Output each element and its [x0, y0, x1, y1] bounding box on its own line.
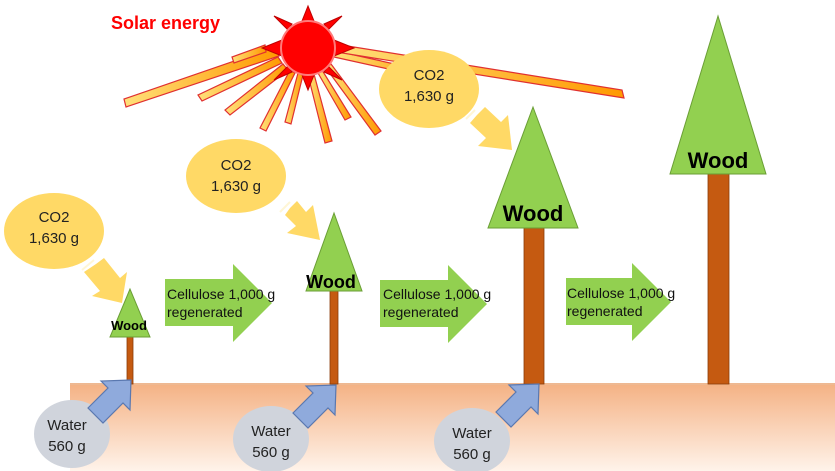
co2-arrow [279, 201, 320, 240]
water-label: Water [452, 425, 491, 442]
tree-crown [487, 105, 579, 229]
water-bubble: Water 560 g [233, 406, 309, 471]
water-amount: 560 g [252, 444, 290, 461]
tree-medium: Wood [305, 211, 363, 385]
sun-ray [334, 43, 625, 99]
tree-trunk [707, 169, 730, 385]
growth-arrow: Cellulose 1,000 g regenerated [566, 263, 675, 341]
co2-arrows [81, 107, 512, 303]
cellulose-label: Cellulose 1,000 g [567, 285, 675, 301]
wood-label: Wood [306, 272, 356, 292]
co2-amount: 1,630 g [404, 88, 454, 105]
tree-small: Wood [109, 287, 151, 385]
co2-label: CO2 [39, 209, 70, 226]
regenerated-label: regenerated [567, 303, 643, 319]
wood-label: Wood [688, 148, 749, 173]
tree-trunk [126, 334, 134, 385]
sun-ray [259, 69, 296, 132]
co2-label: CO2 [221, 157, 252, 174]
cellulose-label: Cellulose 1,000 g [167, 286, 275, 302]
regenerated-label: regenerated [167, 304, 243, 320]
co2-arrow [81, 258, 127, 303]
co2-amount: 1,630 g [211, 178, 261, 195]
water-label: Water [47, 417, 86, 434]
growth-arrow: Cellulose 1,000 g regenerated [380, 265, 491, 343]
co2-label: CO2 [414, 67, 445, 84]
co2-arrow [465, 107, 512, 150]
tree-large: Wood [487, 105, 579, 385]
water-bubble: Water 560 g [434, 408, 510, 471]
co2-amount: 1,630 g [29, 230, 79, 247]
wood-label: Wood [503, 201, 564, 226]
growth-arrow: Cellulose 1,000 g regenerated [165, 264, 275, 342]
water-bubble: Water 560 g [34, 400, 110, 468]
co2-bubble: CO2 1,630 g [186, 139, 286, 213]
co2-bubble: CO2 1,630 g [4, 193, 104, 269]
solar-energy-label: Solar energy [111, 13, 220, 33]
water-arrow [87, 379, 132, 424]
tree-trunk [523, 224, 545, 385]
water-arrow [292, 384, 337, 429]
water-arrows [87, 379, 540, 429]
sun-ray [197, 56, 283, 102]
wood-label: Wood [111, 318, 147, 333]
water-arrow [495, 383, 540, 428]
sun-rays [123, 43, 625, 144]
sun [280, 20, 336, 76]
water-label: Water [251, 423, 290, 440]
co2-bubble: CO2 1,630 g [379, 50, 479, 128]
tree-largest: Wood [669, 14, 767, 385]
tree-crown [305, 211, 363, 292]
tree-crown [669, 14, 767, 175]
water-amount: 560 g [453, 446, 491, 463]
regenerated-label: regenerated [383, 304, 459, 320]
tree-trunk [329, 287, 339, 385]
tree-crown [109, 287, 151, 338]
cellulose-label: Cellulose 1,000 g [383, 286, 491, 302]
water-amount: 560 g [48, 438, 86, 455]
